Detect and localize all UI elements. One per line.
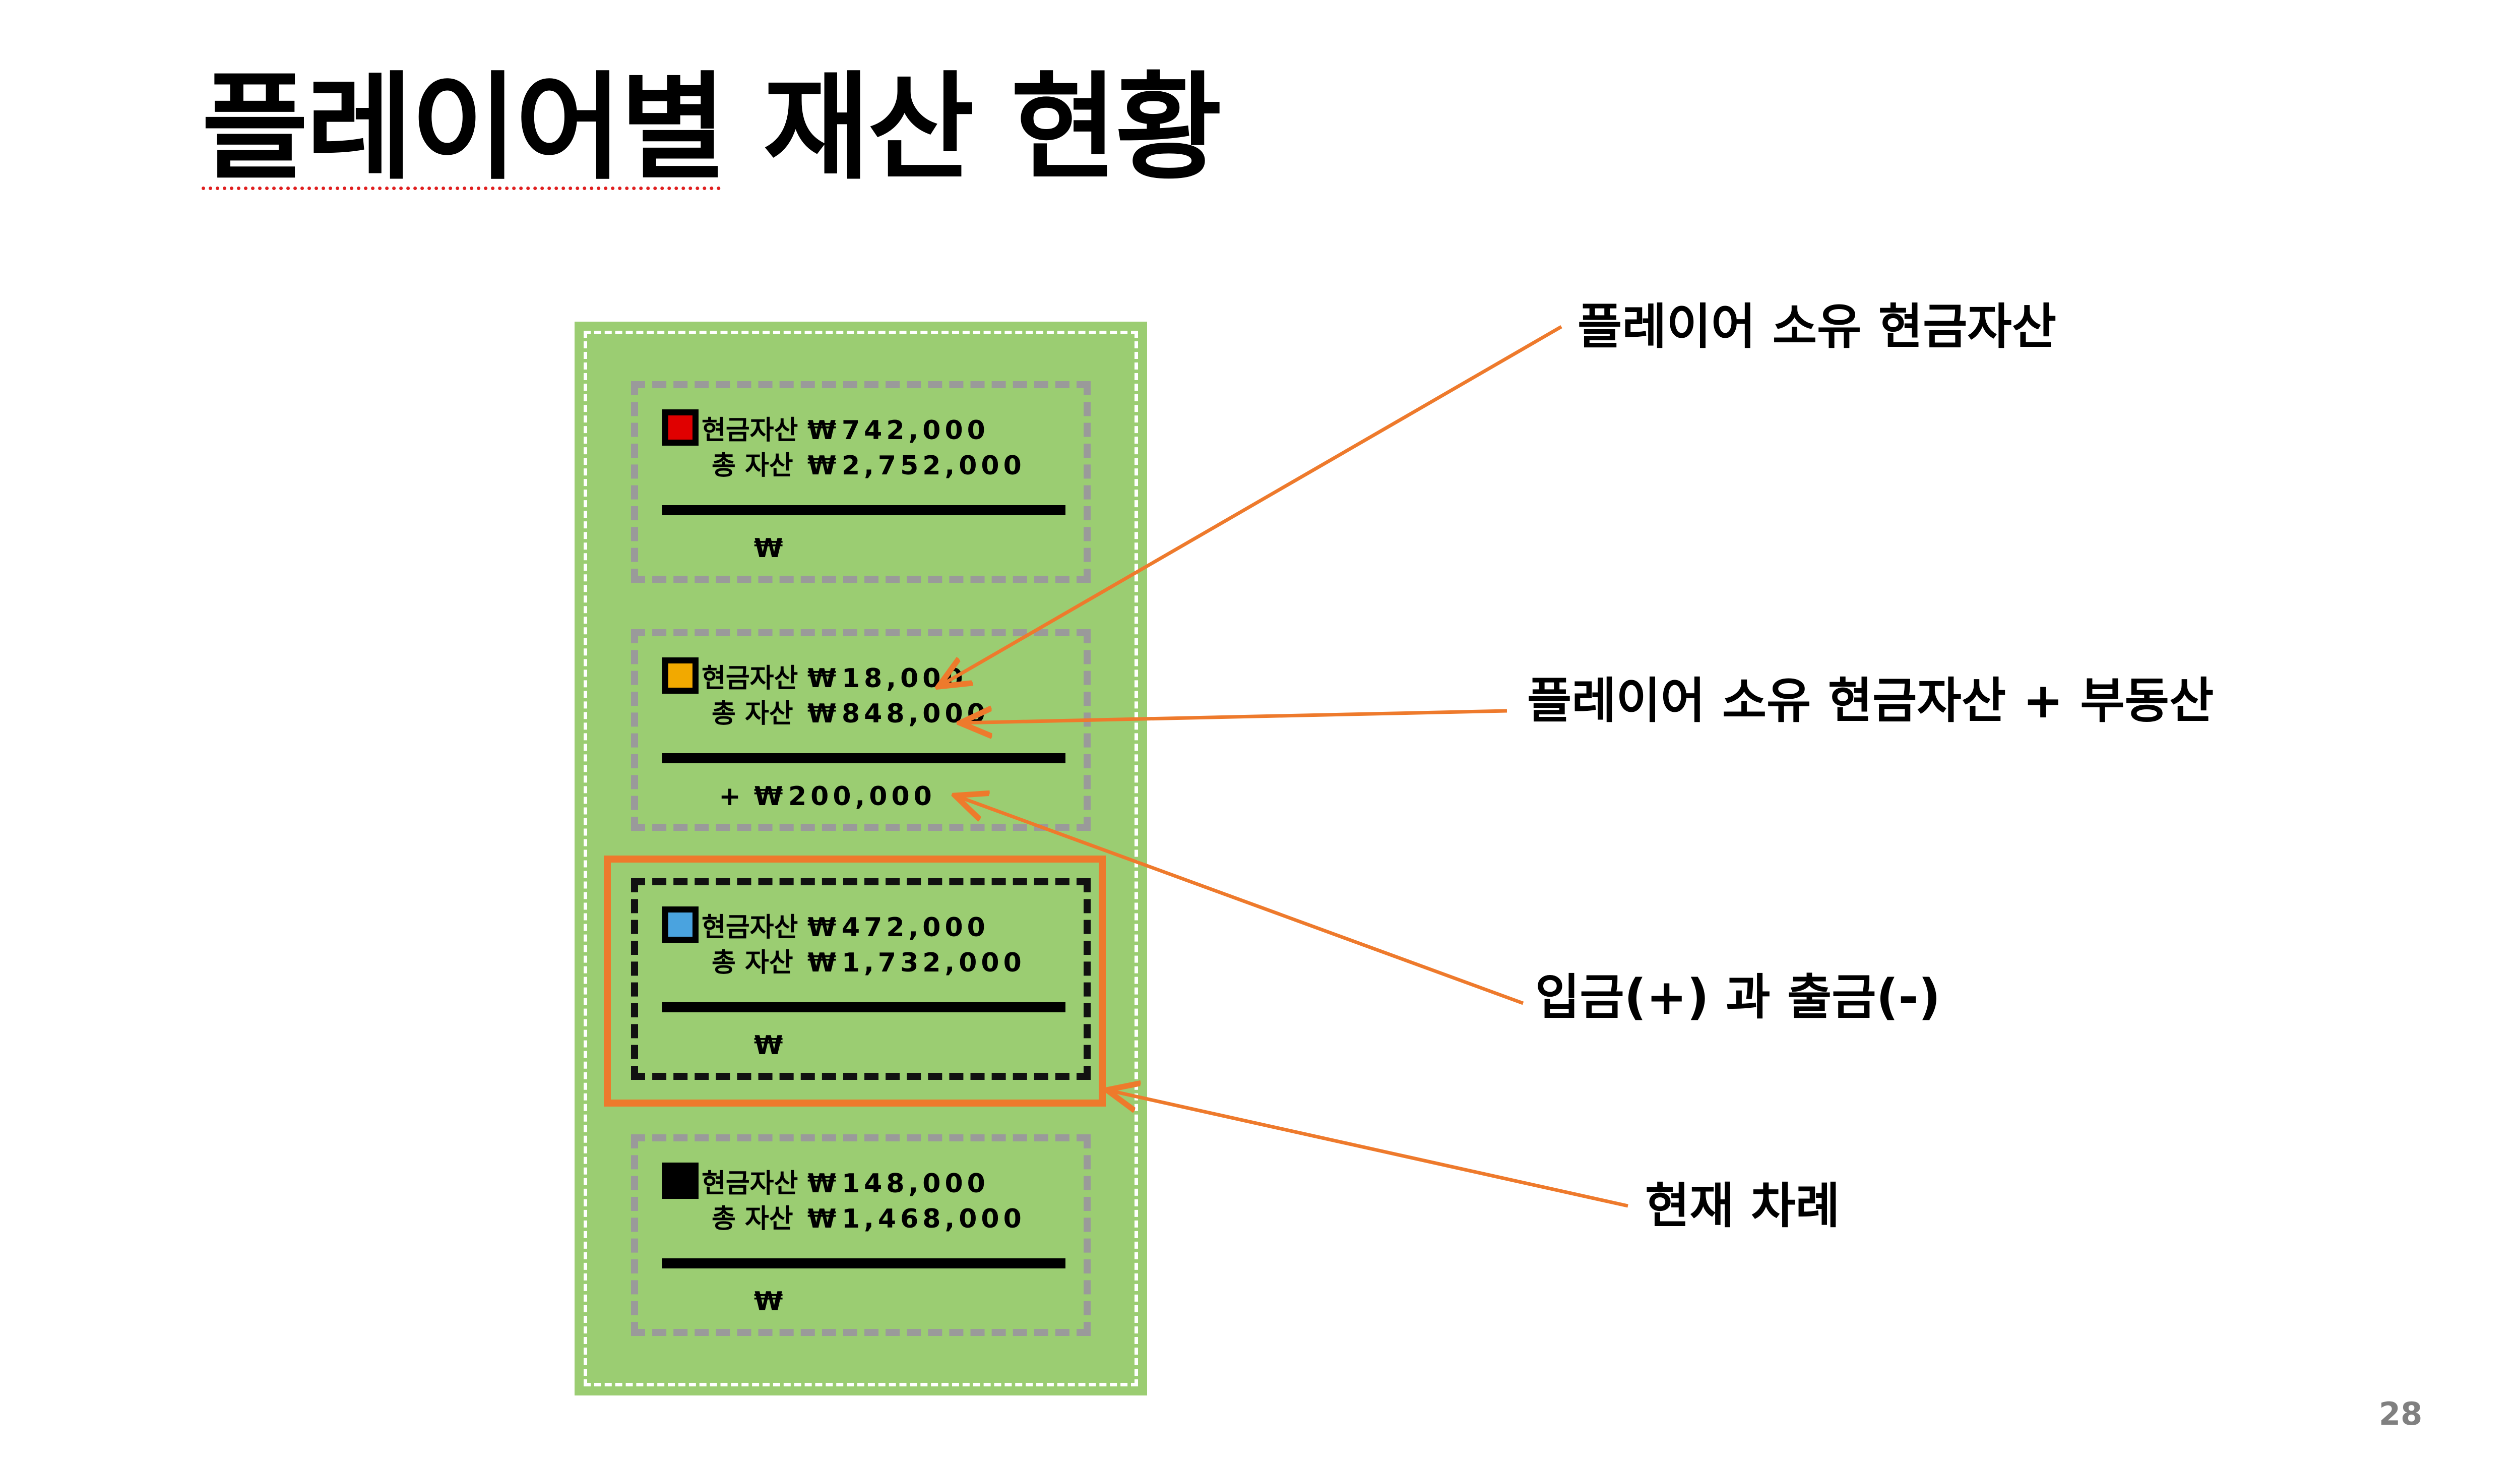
annotation-deposit-withdraw: 입금(+) 과 출금(-) (1535, 969, 1941, 1025)
divider-bar (662, 1002, 1065, 1012)
slide-title: 플레이어별 재산 현황 (202, 61, 1222, 196)
total-row: 총 자산 ₩1,732,000 (712, 950, 1026, 976)
currency-symbol: ₩ (807, 1204, 837, 1234)
currency-symbol: ₩ (754, 781, 783, 812)
total-label: 총 자산 (712, 451, 793, 481)
change-row: ₩ (754, 535, 788, 562)
arrow-cash (938, 325, 1562, 687)
change-row: + ₩200,000 (706, 783, 936, 810)
player-panel-current: 현금자산 ₩472,000 총 자산 ₩1,732,000 ₩ (631, 878, 1091, 1080)
currency-symbol: ₩ (807, 948, 837, 978)
change-value: 200,000 (788, 781, 936, 812)
currency-symbol: ₩ (807, 1169, 837, 1199)
total-label: 총 자산 (712, 1204, 793, 1234)
currency-symbol: ₩ (807, 663, 837, 694)
total-value: 1,468,000 (842, 1204, 1026, 1234)
player-marker-icon (662, 906, 699, 943)
spellcheck-underline (202, 187, 721, 190)
change-row: ₩ (754, 1032, 788, 1059)
change-row: ₩ (754, 1289, 788, 1315)
arrow-current (1107, 1090, 1628, 1208)
divider-bar (662, 1258, 1065, 1268)
cash-value: 472,000 (842, 912, 989, 943)
player-panel: 현금자산₩18,000 총 자산₩848,000 +₩200,000 (631, 629, 1091, 831)
currency-symbol: ₩ (754, 1030, 783, 1061)
cash-row: 현금자산 ₩472,000 (702, 915, 989, 941)
total-row: 총 자산 ₩2,752,000 (712, 453, 1026, 479)
cash-label: 현금자산 (702, 1169, 798, 1199)
currency-symbol: ₩ (807, 912, 837, 943)
asset-board-border (584, 331, 1138, 1386)
cash-label: 현금자산 (702, 415, 798, 446)
cash-label: 현금자산 (702, 912, 798, 943)
currency-symbol: ₩ (807, 415, 837, 446)
player-marker-icon (662, 1163, 699, 1199)
change-sign: + (719, 781, 741, 812)
total-value: 1,732,000 (842, 948, 1026, 978)
total-label: 총 자산 (712, 948, 793, 978)
divider-bar (662, 753, 1065, 763)
annotation-total: 플레이어 소유 현금자산 + 부동산 (1527, 673, 2214, 729)
total-label: 총 자산 (712, 699, 793, 729)
currency-symbol: ₩ (754, 1287, 783, 1317)
cash-value: 742,000 (842, 415, 989, 446)
total-value: 2,752,000 (842, 451, 1026, 481)
currency-symbol: ₩ (807, 451, 837, 481)
cash-row: 현금자산 ₩742,000 (702, 417, 989, 444)
cash-value: 148,000 (842, 1169, 989, 1199)
cash-label: 현금자산 (702, 663, 798, 694)
arrow-deposit (955, 796, 1524, 1005)
player-marker-icon (662, 409, 699, 446)
cash-row: 현금자산 ₩148,000 (702, 1171, 989, 1197)
player-panel: 현금자산 ₩742,000 총 자산 ₩2,752,000 ₩ (631, 381, 1091, 583)
divider-bar (662, 505, 1065, 515)
currency-symbol: ₩ (754, 533, 783, 564)
current-turn-highlight (604, 856, 1106, 1107)
annotation-current-turn: 현재 차례 (1645, 1178, 1840, 1234)
player-panel: 현금자산 ₩148,000 총 자산 ₩1,468,000 ₩ (631, 1134, 1091, 1336)
page-number: 28 (2379, 1395, 2423, 1432)
arrow-total (960, 711, 1507, 723)
player-marker-icon (662, 657, 699, 694)
currency-symbol: ₩ (807, 699, 837, 729)
annotation-cash: 플레이어 소유 현금자산 (1578, 298, 2057, 355)
total-row: 총 자산 ₩1,468,000 (712, 1206, 1026, 1232)
